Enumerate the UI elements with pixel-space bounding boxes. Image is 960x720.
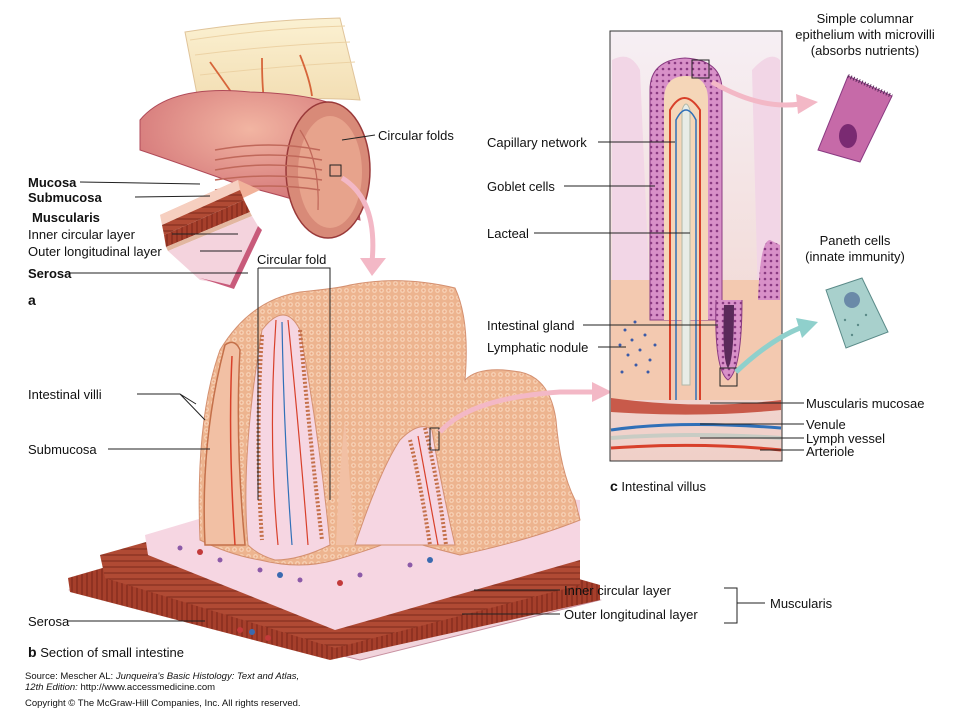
panel-b-illustration	[68, 280, 602, 661]
label-outer-longitudinal-a: Outer longitudinal layer	[28, 244, 162, 259]
source-url: http://www.accessmedicine.com	[77, 682, 216, 693]
panel-a-letter: a	[28, 292, 36, 308]
label-outer-longitudinal-b: Outer longitudinal layer	[564, 607, 698, 622]
label-submucosa-a: Submucosa	[28, 190, 102, 205]
source-book: Junqueira's Basic Histology: Text and At…	[115, 671, 300, 682]
panel-b-caption: b Section of small intestine	[28, 644, 184, 661]
label-serosa-a: Serosa	[28, 266, 72, 281]
label-simple-columnar-1: Simple columnar	[816, 11, 914, 26]
label-inner-circular-b: Inner circular layer	[564, 583, 671, 598]
source-prefix: Source: Mescher AL:	[25, 671, 116, 682]
label-arteriole: Arteriole	[806, 444, 855, 459]
label-muscularis-mucosae: Muscularis mucosae	[806, 396, 925, 411]
panel-c-caption: c Intestinal villus	[610, 478, 706, 495]
label-paneth-1: Paneth cells	[819, 233, 891, 248]
panel-b-caption-text: Section of small intestine	[40, 645, 184, 660]
source-edition: 12th Edition:	[25, 682, 78, 693]
panel-a-illustration	[139, 17, 371, 289]
paneth-cell-illustration	[825, 277, 889, 349]
label-muscularis-a: Muscularis	[32, 210, 100, 225]
label-mucosa: Mucosa	[28, 175, 77, 190]
panel-c-illustration	[609, 30, 783, 462]
label-intestinal-gland: Intestinal gland	[487, 318, 575, 333]
label-paneth-2: (innate immunity)	[805, 249, 905, 264]
label-circular-fold: Circular fold	[257, 252, 327, 267]
panel-b-letter: b	[28, 644, 37, 660]
label-capillary-network: Capillary network	[487, 135, 587, 150]
label-goblet-cells: Goblet cells	[487, 179, 555, 194]
label-venule: Venule	[806, 417, 846, 432]
label-simple-columnar-3: (absorbs nutrients)	[810, 43, 920, 58]
source-citation: Source: Mescher AL: Junqueira's Basic Hi…	[25, 671, 445, 693]
panel-c-caption-text: Intestinal villus	[621, 479, 706, 494]
label-submucosa-b: Submucosa	[28, 442, 97, 457]
label-simple-columnar-2: epithelium with microvilli	[795, 27, 935, 42]
label-lymphatic-nodule: Lymphatic nodule	[487, 340, 589, 355]
label-circular-folds: Circular folds	[378, 128, 454, 143]
columnar-cell-illustration	[817, 74, 893, 163]
copyright-notice: Copyright © The McGraw-Hill Companies, I…	[25, 698, 301, 709]
label-inner-circular-a: Inner circular layer	[28, 227, 135, 242]
label-intestinal-villi: Intestinal villi	[28, 387, 102, 402]
label-lymph-vessel: Lymph vessel	[806, 431, 885, 446]
panel-c-letter: c	[610, 478, 618, 494]
label-serosa-b: Serosa	[28, 614, 70, 629]
label-muscularis-b: Muscularis	[770, 596, 833, 611]
label-lacteal: Lacteal	[487, 226, 529, 241]
